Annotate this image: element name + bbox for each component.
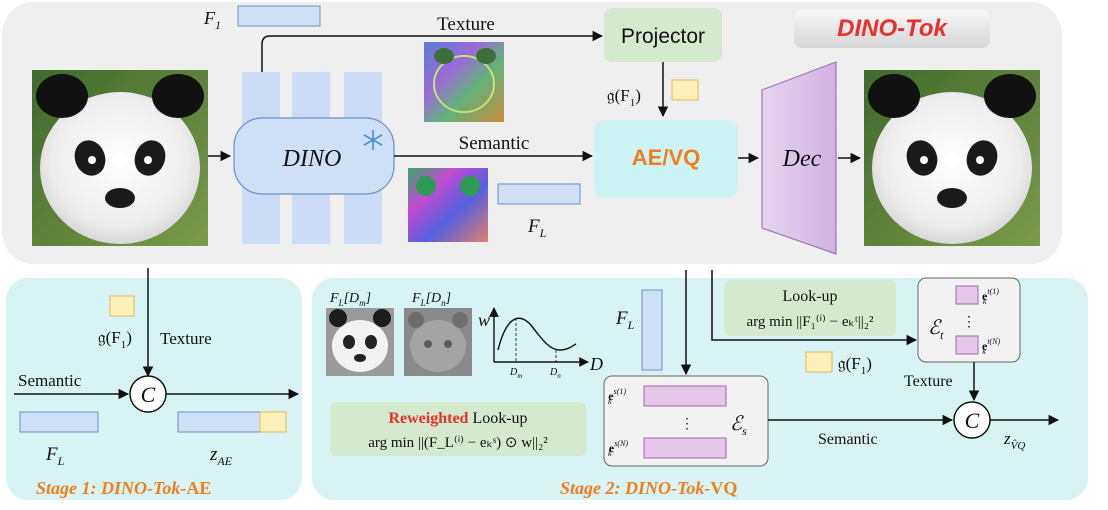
stage2-semantic-label: Semantic [818,431,878,448]
projector-box [604,8,722,62]
stage2-g-f1-token [805,351,833,373]
fl-dm-label: FL[Dm] [329,291,371,308]
stage2-z-label: zV̂Q [1003,429,1025,452]
texture-codebook [917,277,1021,363]
stage1-fl-bar [19,411,99,433]
es-label: ℰs [730,413,747,438]
weight-curve-plot [489,307,589,367]
stage1-semantic-label: Semantic [18,371,82,390]
stage1-caption: Stage 1: DINO-Tok-AE [36,478,211,498]
stage2-fl-bar [641,289,663,371]
aevq-box [594,120,738,198]
stage2-concat-label: C [965,408,980,433]
et-label: ℰt [928,317,944,342]
fl-dn-image [404,308,472,376]
et-bottom-label: et(N)k [982,337,1001,356]
fl-dn-label: FL[Dn] [411,291,451,308]
et-ellipsis: ⋮ [962,315,976,330]
w-label: w [478,310,490,330]
input-panda-image [32,70,208,246]
texture-label: Texture [437,14,495,35]
aevq-label: AE/VQ [632,145,700,170]
es-entry-bottom [643,437,727,459]
stage2-caption: Stage 2: DINO-Tok-VQ [560,478,737,498]
g-f1-label: 𝔤(F1) [607,86,641,109]
dn-tick: Dn [549,367,561,380]
dino-label: DINO [282,146,342,172]
semantic-feature-map [408,168,488,242]
es-entry-top [643,385,727,407]
fl-feature-bar [497,183,581,205]
f1-feature-bar [237,5,321,27]
output-panda-image [864,70,1040,246]
d-label: D [589,354,603,374]
lookup-formula: arg min ||F₁⁽ⁱ⁾ − eₖᵗ||₂² [747,314,874,330]
reweighted-title: Reweighted Look-up [388,410,527,427]
g-f1-token [671,79,699,101]
stage2-fl-label: FL [615,308,635,332]
fl-dm-image [326,308,394,376]
f1-label: F1 [203,8,221,32]
stage2-texture-down-arrow [711,270,918,346]
lookup-box [724,280,896,336]
reweighted-lookup-box [330,402,586,456]
stage1-texture-label: Texture [160,329,212,348]
fl-label: FL [527,216,547,240]
stage1-z-texture-token [259,411,287,433]
stage1-fl-label: FL [45,444,65,468]
semantic-label: Semantic [459,133,530,154]
title-badge [794,10,990,48]
stage2-g-f1-label: 𝔤(F1) [838,354,872,377]
stage2-texture-label: Texture [904,373,953,390]
et-entry-top [955,285,979,305]
decoder-shape [761,61,837,255]
stage1-z-semantic-bar [177,411,261,433]
lookup-title: Look-up [782,288,837,305]
stage1-z-label: zAE [209,444,233,468]
es-top-label: es(1)k [608,387,626,406]
dec-label: Dec [782,146,822,172]
stage1-g-f1-token [109,295,135,317]
reweighted-formula: arg min ||(F_L⁽ⁱ⁾ − eₖˢ) ⊙ w||₂² [368,435,548,451]
et-top-label: et(1)k [982,287,999,306]
snowflake-icon [363,130,383,150]
stage1-concat-label: C [141,382,156,407]
projector-label: Projector [621,25,705,48]
title: DINO-Tok [837,15,948,42]
texture-feature-map [424,42,504,122]
et-entry-bottom [955,335,979,355]
dm-tick: Dm [509,367,522,380]
es-ellipsis: ⋮ [680,417,694,432]
texture-arrow [261,30,604,72]
stage1-g-f1-label: 𝔤(F1) [98,328,132,351]
es-bottom-label: es(N)k [608,439,628,458]
